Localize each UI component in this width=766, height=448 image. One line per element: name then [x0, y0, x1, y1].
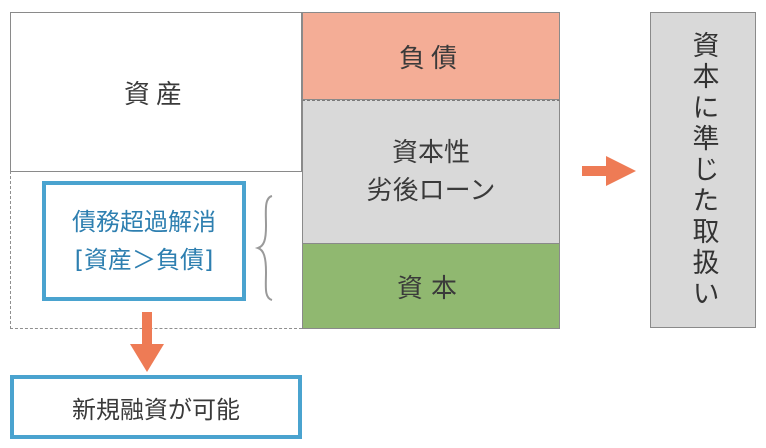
insolvency-resolved-box: 債務超過解消 [資産＞負債] — [42, 181, 246, 301]
sub-loan-label-line1: 資本性 — [391, 138, 470, 168]
resolve-label-line1: 債務超過解消 — [72, 208, 216, 236]
sub-loan-label-line2: 劣後ローン — [366, 176, 496, 206]
equity-block: 資本 — [302, 243, 560, 329]
new-loan-label: 新規融資が可能 — [72, 395, 240, 424]
equity-label: 資本 — [396, 273, 465, 304]
treatment-label: 資本に準じた取扱い — [687, 30, 719, 310]
liabilities-block: 負債 — [302, 12, 560, 100]
liabilities-label: 負債 — [398, 43, 463, 74]
assets-label: 資産 — [123, 79, 188, 110]
resolve-label-line2: [資産＞負債] — [74, 246, 214, 274]
assets-block: 資産 — [10, 12, 302, 172]
down-arrow-icon — [130, 312, 164, 372]
subordinated-loan-block: 資本性 劣後ローン — [302, 100, 560, 243]
brace-icon — [254, 195, 273, 301]
treatment-as-capital-box: 資本に準じた取扱い — [650, 12, 756, 328]
assets-extension-dashed — [10, 171, 302, 329]
new-loan-box: 新規融資が可能 — [10, 375, 302, 439]
right-arrow-icon — [582, 156, 636, 186]
